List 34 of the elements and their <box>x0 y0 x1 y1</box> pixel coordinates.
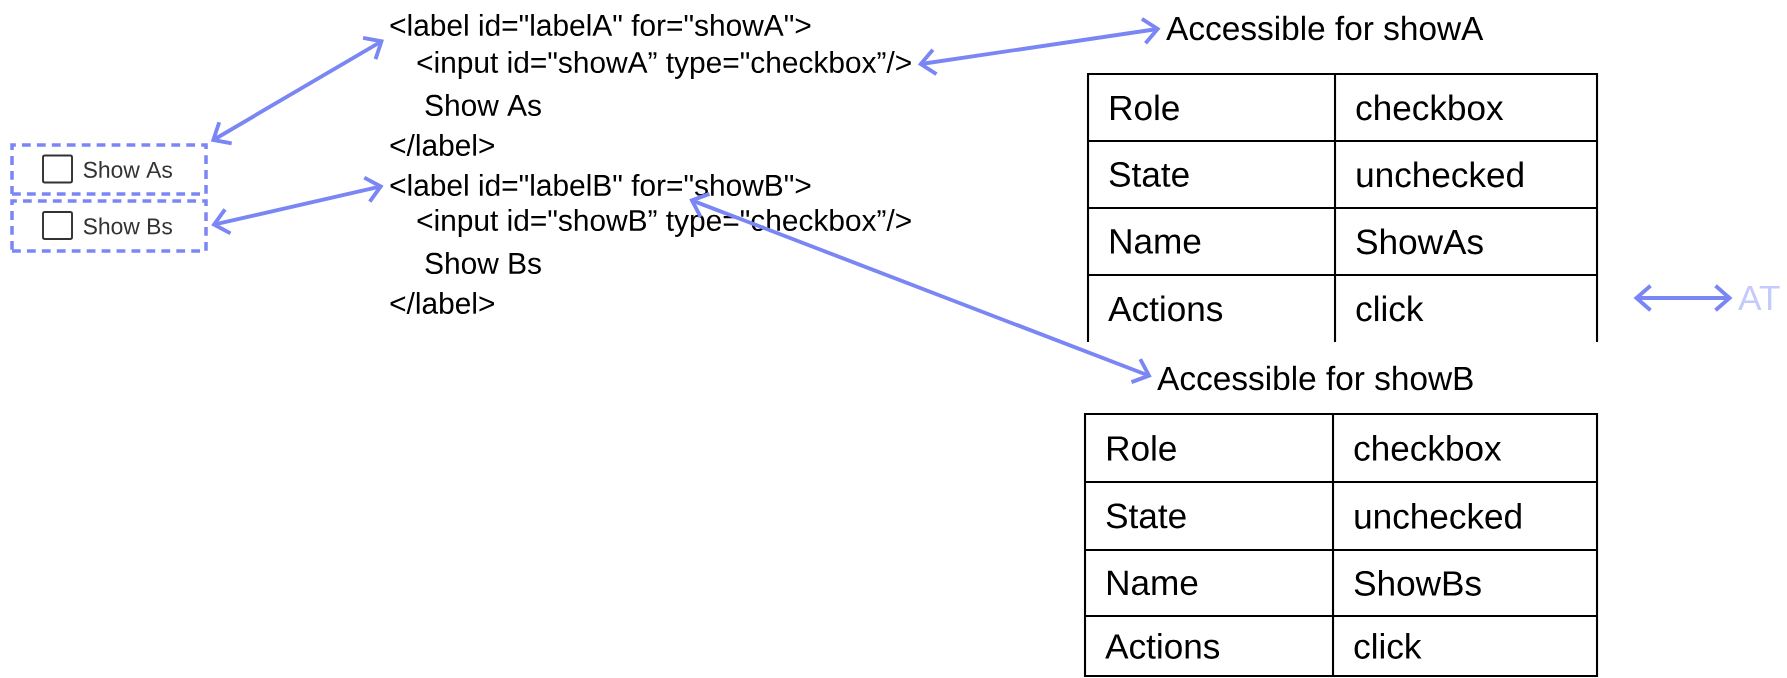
code-line: <label id="labelA" for="showA"> <box>390 14 811 36</box>
double-arrow <box>211 175 384 236</box>
property-name: State <box>1109 162 1189 187</box>
property-value: checkbox <box>1354 435 1502 461</box>
table-heading: Accessible for showA <box>1166 15 1484 41</box>
property-value: unchecked <box>1355 503 1521 529</box>
property-value: ShowAs <box>1356 228 1483 255</box>
property-value: ShowBs <box>1354 570 1481 596</box>
double-arrow <box>917 17 1161 76</box>
checkbox-control: Show Bs <box>10 199 208 253</box>
checkbox-control: Show As <box>10 143 208 196</box>
property-name: Actions <box>1108 295 1223 322</box>
property-name: Role <box>1108 435 1176 461</box>
property-name: Name <box>1108 570 1198 596</box>
property-name: Role <box>1111 94 1179 121</box>
code-line: Show As <box>425 94 541 116</box>
double-arrow <box>689 192 1152 384</box>
table-heading: Accessible for showB <box>1157 365 1473 391</box>
code-line: <input id="showB” type="checkbox”/> <box>417 209 911 237</box>
code-line: </label> <box>390 292 494 314</box>
property-value: checkbox <box>1356 94 1504 121</box>
double-arrow <box>210 35 384 146</box>
code-line: Show Bs <box>425 252 541 274</box>
side-label: AT <box>1738 285 1780 311</box>
code-line: </label> <box>390 134 494 156</box>
code-line: <label id="labelB" for="showB"> <box>390 174 811 196</box>
property-name: State <box>1106 503 1186 529</box>
property-name: Actions <box>1105 633 1220 659</box>
property-name: Name <box>1111 229 1201 254</box>
code-line: <input id="showA” type="checkbox”/> <box>417 51 911 79</box>
property-value: click <box>1356 295 1424 322</box>
property-value: click <box>1354 633 1422 659</box>
property-value: unchecked <box>1357 161 1523 188</box>
double-arrow <box>1633 284 1733 312</box>
